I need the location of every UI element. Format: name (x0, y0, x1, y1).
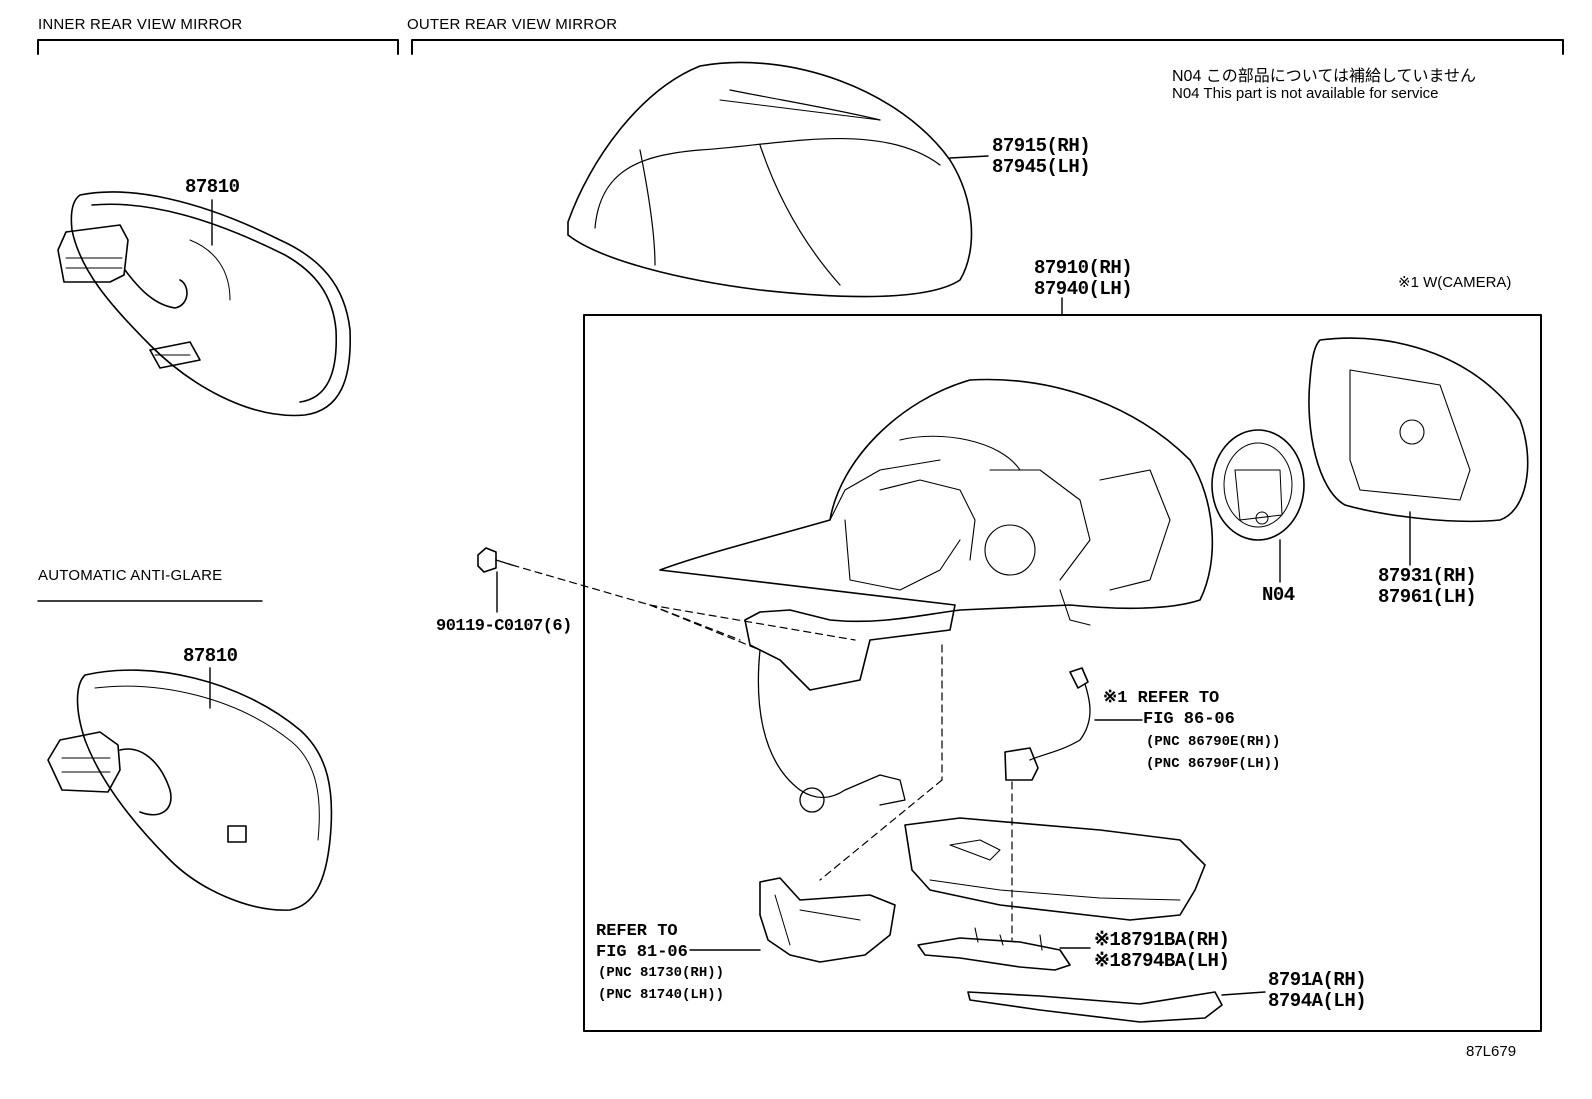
part-glass-rh: 87931(RH) (1378, 565, 1477, 587)
camera-ref: ※1 REFER TO FIG 86-06 (1103, 688, 1235, 730)
part-cover: 87915(RH) 87945(LH) (992, 135, 1091, 178)
part-garnish-rh: 8791A(RH) (1268, 969, 1367, 991)
lamp-ref-line2: FIG 81-06 (596, 943, 688, 962)
turn-lamp-illustration (759, 877, 896, 963)
section-inner-title: INNER REAR VIEW MIRROR (38, 16, 243, 33)
part-garnish: 8791A(RH) 8794A(LH) (1268, 969, 1367, 1012)
part-inner-mirror-2: 87810 (183, 645, 238, 667)
note-camera: ※1 W(CAMERA) (1398, 274, 1512, 291)
section-auto-antiglare: AUTOMATIC ANTI-GLARE (38, 567, 223, 584)
part-assy-rh: 87910(RH) (1034, 257, 1133, 279)
mirror-housing-illustration (659, 378, 1214, 813)
part-cam-cover-rh: ※18791BA(RH) (1094, 929, 1230, 951)
part-glass: 87931(RH) 87961(LH) (1378, 565, 1477, 608)
garnish-illustration (967, 991, 1223, 1023)
part-cover-lh: 87945(LH) (992, 156, 1091, 178)
screw-illustration (477, 547, 513, 613)
camera-illustration (1004, 667, 1143, 781)
inner-mirror-illustration (57, 191, 351, 417)
lamp-ref-line1: REFER TO (596, 922, 678, 941)
part-screw: 90119-C0107(6) (436, 617, 572, 636)
lower-cover-illustration (904, 817, 1206, 921)
auto-antiglare-mirror-illustration (47, 669, 333, 911)
mirror-cover-illustration (567, 61, 973, 298)
lamp-pnc-rh: (PNC 81730(RH)) (598, 965, 725, 981)
lamp-pnc-lh: (PNC 81740(LH)) (598, 987, 725, 1003)
part-cover-rh: 87915(RH) (992, 135, 1091, 157)
camera-pnc-lh: (PNC 86790F(LH)) (1146, 756, 1281, 772)
section-brackets (37, 39, 1564, 602)
lamp-ref: REFER TO FIG 81-06 (596, 921, 688, 963)
assembly-dashes (819, 644, 1013, 941)
screw-leaders (511, 564, 856, 651)
part-garnish-lh: 8794A(LH) (1268, 990, 1367, 1012)
part-glass-lh: 87961(LH) (1378, 586, 1477, 608)
note-n04-en: N04 This part is not available for servi… (1172, 85, 1439, 102)
assy-box (583, 314, 1542, 1032)
figure-code: 87L679 (1466, 1043, 1517, 1060)
part-n04: N04 (1262, 584, 1295, 606)
camera-ref-line1: ※1 REFER TO (1103, 689, 1220, 708)
lamp-pnc: (PNC 81730(RH)) (PNC 81740(LH)) (598, 964, 724, 1004)
part-assy-lh: 87940(LH) (1034, 278, 1133, 300)
camera-pnc-rh: (PNC 86790E(RH)) (1146, 734, 1281, 750)
part-inner-mirror-1: 87810 (185, 176, 240, 198)
section-outer-title: OUTER REAR VIEW MIRROR (407, 16, 618, 33)
mirror-glass-illustration (1308, 337, 1529, 523)
leader-cover (949, 155, 989, 159)
part-cam-cover-lh: ※18794BA(LH) (1094, 950, 1230, 972)
note-n04-jp: N04 この部品については補給していません (1172, 68, 1477, 85)
leader-garnish (1221, 991, 1266, 996)
part-cam-cover: ※18791BA(RH) ※18794BA(LH) (1094, 929, 1230, 972)
part-assy: 87910(RH) 87940(LH) (1034, 257, 1133, 300)
camera-pnc: (PNC 86790E(RH)) (PNC 86790F(LH)) (1146, 733, 1280, 773)
camera-cover-illustration (917, 927, 1071, 971)
camera-ref-line2: FIG 86-06 (1143, 710, 1235, 729)
actuator-illustration (1211, 429, 1305, 541)
